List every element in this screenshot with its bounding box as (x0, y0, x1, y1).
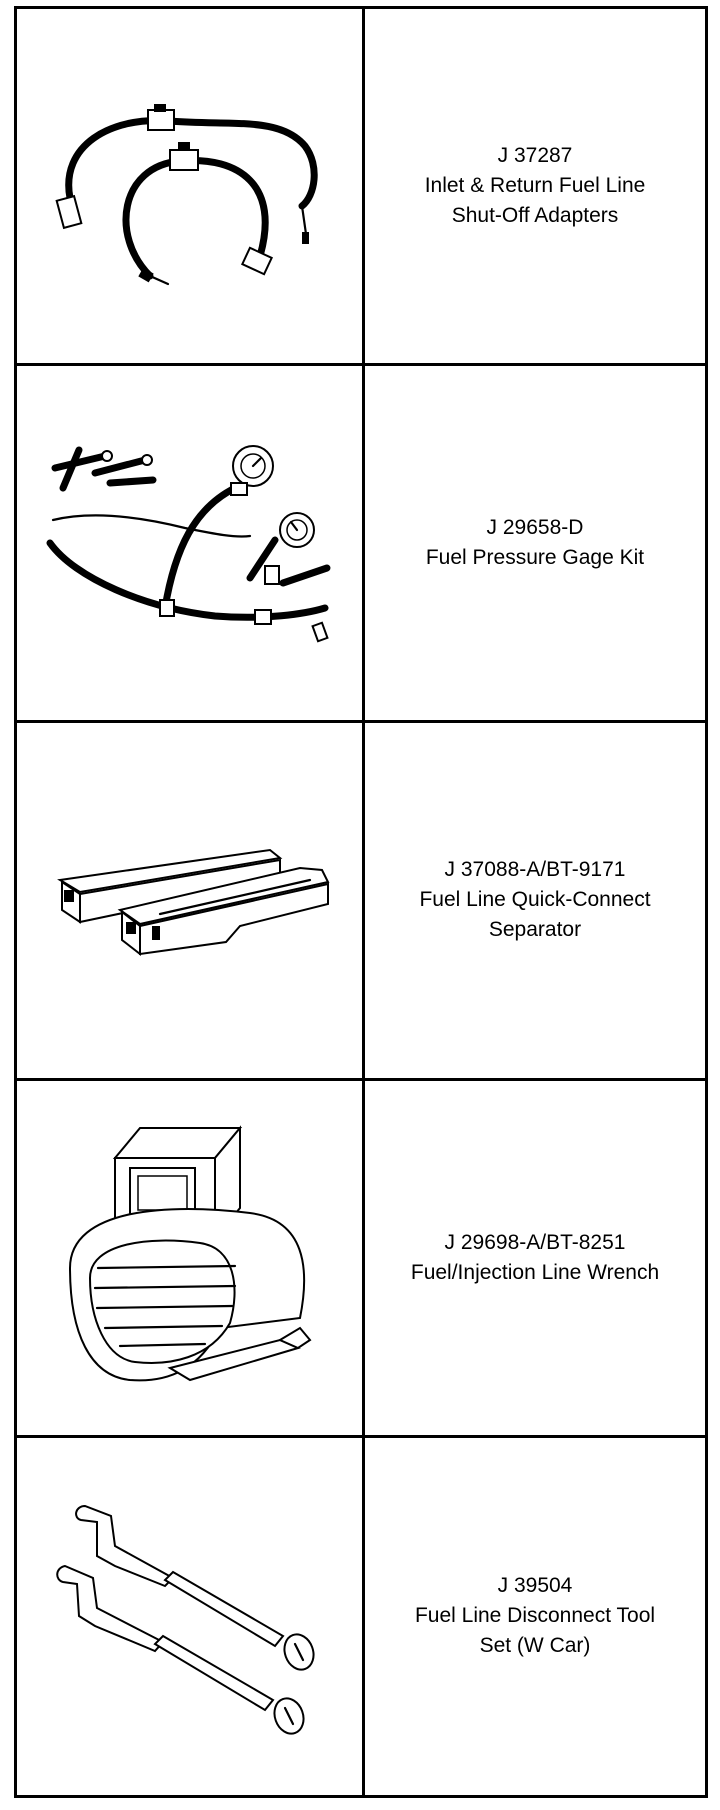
tool-illustration-cell (17, 1080, 365, 1438)
part-number: J 37088-A/BT-9171 (444, 858, 626, 882)
part-number: J 37287 (497, 144, 573, 168)
part-number: J 39504 (497, 1574, 573, 1598)
tool-description-cell: J 37088-A/BT-9171 Fuel Line Quick-Connec… (365, 723, 705, 1081)
tool-description-cell: J 37287 Inlet & Return Fuel Line Shut-Of… (365, 9, 705, 367)
tool-name: Fuel Pressure Gage Kit (425, 546, 645, 570)
tool-name: Fuel Line Quick-Connect Separator (419, 888, 651, 942)
tool-illustration-cell (17, 723, 365, 1081)
tool-description-cell: J 39504 Fuel Line Disconnect Tool Set (W… (365, 1438, 705, 1795)
injection-line-wrench-icon (68, 1124, 311, 1382)
tool-illustration-cell (17, 366, 365, 724)
fuel-line-shutoff-adapters-icon (54, 104, 318, 286)
fuel-pressure-gage-kit-icon (46, 445, 330, 643)
tool-description-cell: J 29658-D Fuel Pressure Gage Kit (365, 366, 705, 724)
tool-name: Inlet & Return Fuel Line Shut-Off Adapte… (424, 174, 646, 228)
quick-connect-separator-icon (56, 849, 329, 957)
part-number: J 29698-A/BT-8251 (444, 1230, 626, 1254)
tool-description-cell: J 29698-A/BT-8251 Fuel/Injection Line Wr… (365, 1081, 705, 1438)
disconnect-tool-set-icon (55, 1505, 315, 1735)
special-tools-table: J 37287 Inlet & Return Fuel Line Shut-Of… (14, 6, 708, 1798)
tool-illustration-cell (17, 9, 365, 367)
tool-name: Fuel/Injection Line Wrench (410, 1260, 660, 1284)
part-number: J 29658-D (486, 516, 584, 540)
tool-illustration-cell (17, 1437, 365, 1795)
tool-name: Fuel Line Disconnect Tool Set (W Car) (414, 1604, 656, 1658)
